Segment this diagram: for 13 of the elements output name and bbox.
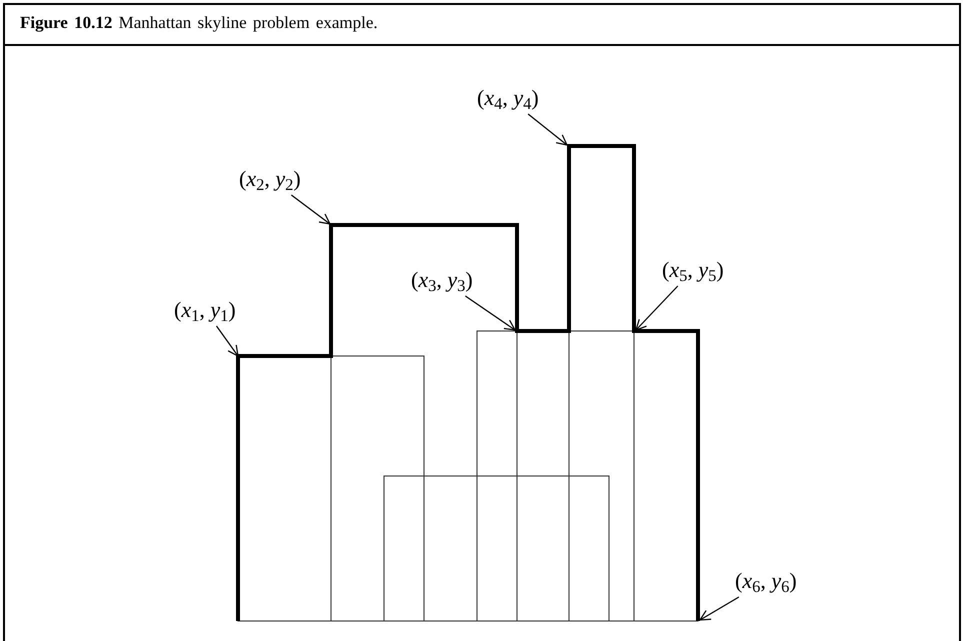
coordinate-label: (x$_{5}$, y$_{5}$) — [662, 256, 724, 285]
coordinate-label: (x$_{4}$, y$_{4}$) — [477, 84, 539, 113]
figure-title: Figure 10.12 Manhattan skyline problem example. — [20, 12, 378, 34]
leader-arrow — [290, 194, 331, 225]
coordinate-label: (x$_{2}$, y$_{2}$) — [239, 165, 301, 194]
leader-arrow — [216, 326, 239, 357]
leader-arrow — [528, 114, 568, 146]
coordinate-label: (x$_{1}$, y$_{1}$) — [174, 296, 236, 325]
leader-arrow — [465, 296, 516, 331]
coordinate-label: (x$_{3}$, y$_{3}$) — [411, 266, 473, 295]
leader-arrow — [699, 596, 740, 621]
leader-arrow — [635, 286, 678, 331]
coordinate-label: (x$_{6}$, y$_{6}$) — [735, 567, 797, 596]
